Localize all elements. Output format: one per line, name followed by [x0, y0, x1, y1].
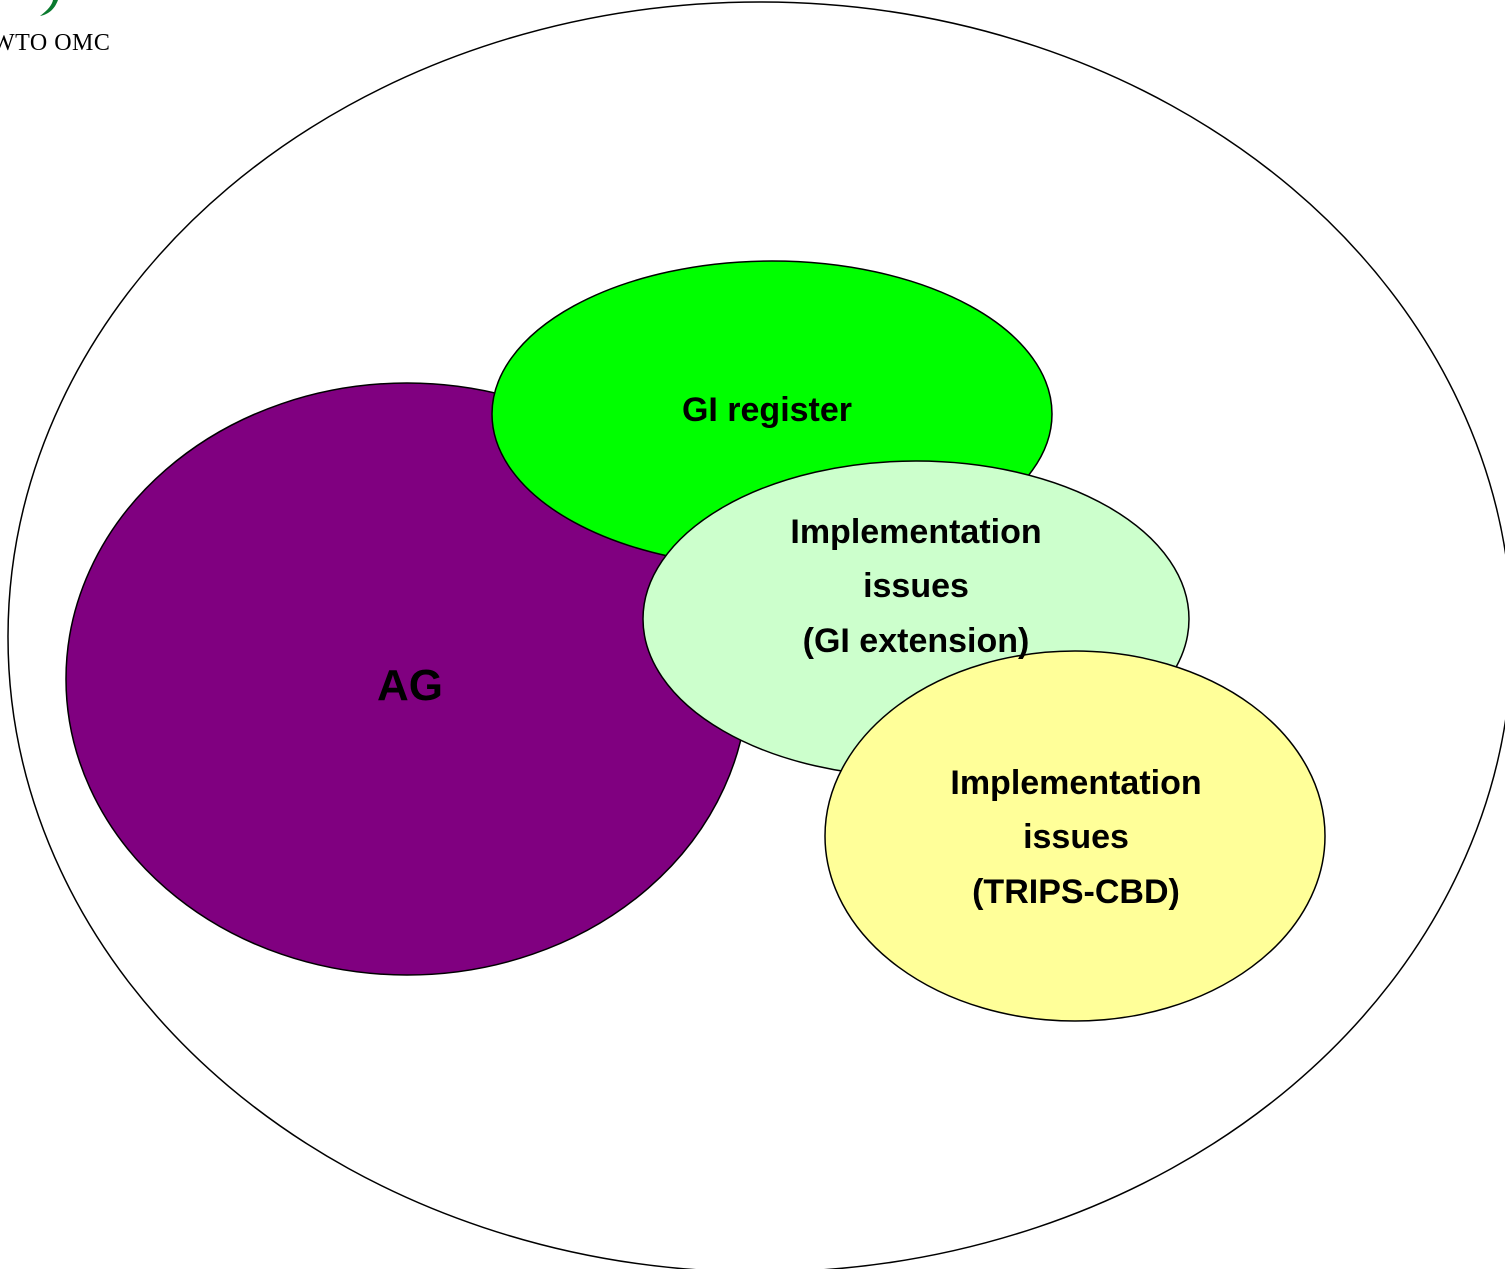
trips-cbd-label-line-1: Implementation [950, 764, 1201, 802]
gi-register-label: GI register [682, 391, 852, 429]
wto-logo-mark-icon [40, 0, 58, 16]
trips-cbd-circle [824, 650, 1326, 1022]
gi-extension-label-line-3: (GI extension) [803, 622, 1030, 660]
gi-extension-label-line-2: issues [863, 567, 969, 605]
wto-logo: WTO OMC [0, 0, 130, 60]
trips-cbd-label-line-2: issues [1023, 818, 1129, 856]
ag-label: AG [377, 661, 443, 710]
gi-extension-label-line-1: Implementation [790, 513, 1041, 551]
trips-cbd-label-line-3: (TRIPS-CBD) [972, 873, 1180, 911]
wto-logo-text: WTO OMC [0, 30, 111, 56]
